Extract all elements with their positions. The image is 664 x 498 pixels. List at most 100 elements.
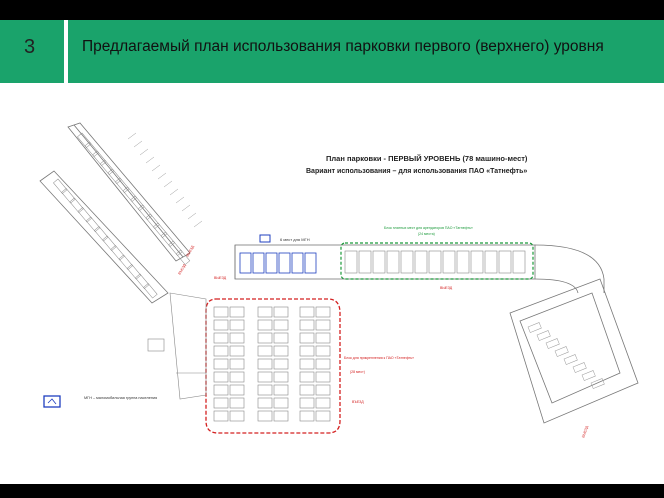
diagonal-stall: [115, 177, 130, 193]
parking-plan: План парковки - ПЕРВЫЙ УРОВЕНЬ (78 машин…: [0, 83, 664, 484]
owner-label-line: [187, 212, 197, 220]
red-zone-stall: [273, 397, 289, 409]
red-zone-stall: [315, 397, 331, 409]
red-zone-stall: [273, 410, 289, 422]
diagonal-stalls-lower: [53, 178, 158, 299]
owner-label-line: [175, 196, 185, 204]
red-zone-stall: [213, 384, 229, 396]
entry-label-2: ВЪЕЗД: [352, 400, 364, 404]
exit-label-4: ВЫЕЗД: [581, 425, 589, 438]
green-zone-stall: [428, 250, 442, 274]
red-zone-stall: [229, 358, 245, 370]
red-zone-stall: [229, 371, 245, 383]
diagonal-stall: [122, 186, 137, 202]
red-zone-stall: [229, 306, 245, 318]
bottom-black-bar: [0, 484, 664, 498]
owner-label-line: [163, 180, 173, 188]
red-zone-stall: [273, 358, 289, 370]
red-zone-stall: [299, 332, 315, 344]
green-zone-stall: [400, 250, 414, 274]
disabled-icon-top: [259, 234, 271, 243]
red-zone-stall: [299, 345, 315, 357]
diagonal-stall: [53, 178, 68, 194]
red-zone-stall: [299, 358, 315, 370]
disabled-stall: [278, 252, 291, 274]
red-zone-stall: [213, 306, 229, 318]
owner-label-line: [169, 188, 179, 196]
slide-title: Предлагаемый план использования парковки…: [82, 38, 604, 55]
green-zone-stall: [442, 250, 456, 274]
plan-subtitle: Вариант использования – для использовани…: [306, 168, 527, 175]
red-zone-stall: [257, 345, 273, 357]
diagonal-stall: [77, 132, 92, 148]
top-black-bar: [0, 0, 664, 20]
diagonal-stall: [102, 235, 117, 251]
red-zone-stall: [299, 306, 315, 318]
owner-label-line: [181, 204, 191, 212]
disabled-stall: [239, 252, 252, 274]
right-wing-stall: [527, 322, 542, 333]
red-zone-stall: [229, 332, 245, 344]
red-zone-stall: [315, 345, 331, 357]
exit-label-2: ВЫЕЗД: [214, 276, 227, 280]
red-zone-stall: [257, 397, 273, 409]
red-zone-stall: [257, 332, 273, 344]
green-zone-stall: [456, 250, 470, 274]
owner-label-line: [151, 164, 161, 172]
right-wing-stall: [581, 370, 596, 381]
green-zone-stall: [344, 250, 358, 274]
diagonal-stall: [61, 188, 76, 204]
diagonal-stall: [160, 231, 175, 247]
diagonal-stalls-upper: [77, 132, 191, 265]
plan-title: План парковки - ПЕРВЫЙ УРОВЕНЬ (78 машин…: [326, 154, 528, 163]
red-zone-stall: [273, 306, 289, 318]
green-zone-stall: [386, 250, 400, 274]
red-zone-label-1: Блок для прикрепления к ПАО «Татнефть»: [344, 356, 414, 360]
green-zone-label-2: (24 места): [418, 232, 435, 236]
green-zone-stall: [512, 250, 526, 274]
disabled-stall: [252, 252, 265, 274]
right-wing-stall: [572, 362, 587, 373]
green-zone-stall: [470, 250, 484, 274]
right-wing-stall: [554, 346, 569, 357]
owner-label-line: [133, 140, 143, 148]
diagonal-stall: [126, 264, 142, 280]
diagonal-stall: [137, 204, 153, 220]
red-zone-stall: [257, 319, 273, 331]
diagonal-stall: [77, 207, 92, 223]
green-zone-stall: [498, 250, 512, 274]
diagonal-stall: [85, 216, 101, 232]
diagonal-stall: [130, 195, 145, 211]
red-zone-stall: [299, 319, 315, 331]
diagonal-stall: [107, 168, 122, 184]
red-zone-label-2: (28 мест): [350, 370, 365, 374]
red-zone-stall: [315, 410, 331, 422]
green-zone-outline: [340, 242, 534, 280]
disabled-stall: [304, 252, 317, 274]
red-zone-stall: [257, 306, 273, 318]
right-wing-stalls: [527, 322, 605, 389]
red-zone-stall: [299, 397, 315, 409]
red-zone-stall: [213, 371, 229, 383]
owner-label-line: [127, 132, 137, 140]
right-wing-stall: [545, 338, 560, 349]
owner-label-line: [157, 172, 167, 180]
lower-left-structure: [147, 292, 207, 400]
red-zone-stall: [213, 345, 229, 357]
diagonal-stall: [69, 197, 84, 213]
green-zone-stall: [358, 250, 372, 274]
red-zone-stalls: [213, 306, 331, 422]
right-wing-stall: [590, 378, 605, 389]
red-zone-stall: [213, 319, 229, 331]
red-zone-stall: [213, 397, 229, 409]
red-zone-stall: [229, 397, 245, 409]
red-zone-stall: [315, 306, 331, 318]
red-zone-stall: [299, 371, 315, 383]
green-zone-stall: [484, 250, 498, 274]
green-zone-stall: [414, 250, 428, 274]
header-separator: [64, 20, 68, 83]
disabled-stall: [291, 252, 304, 274]
slide-number: 3: [24, 36, 36, 58]
disabled-stall: [265, 252, 278, 274]
green-zone-stall: [372, 250, 386, 274]
